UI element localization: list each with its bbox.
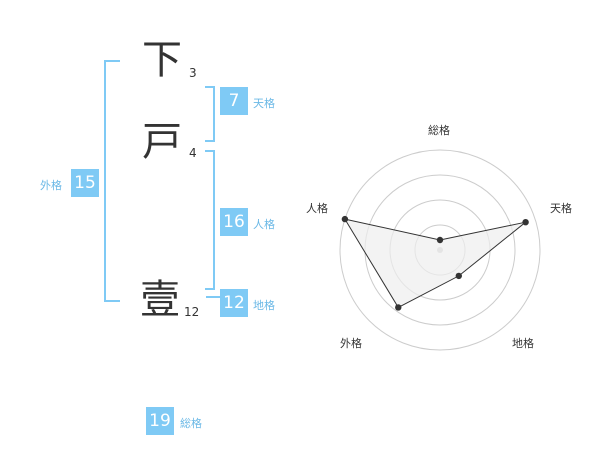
jinkaku-label: 人格 <box>253 218 275 231</box>
chikaku-value: 12 <box>220 289 248 317</box>
radar-label-soukaku: 総格 <box>428 124 450 137</box>
jinkaku-bracket <box>205 150 215 290</box>
name-char-3: 壹 <box>140 277 180 323</box>
gaikaku-label: 外格 <box>40 179 62 192</box>
radar-point-5 <box>341 215 349 223</box>
chikaku-connector <box>206 296 220 298</box>
radar-label-gaikaku: 外格 <box>340 337 362 350</box>
name-char-2: 戸 <box>142 119 182 165</box>
tenkaku-value: 7 <box>220 87 248 115</box>
stroke-count-1: 3 <box>189 66 197 80</box>
radar-polygon <box>343 218 526 309</box>
radar-label-chikaku: 地格 <box>512 337 534 350</box>
name-char-1: 下 <box>142 37 182 83</box>
soukaku-label: 総格 <box>180 417 202 430</box>
radar-point-3 <box>455 272 463 280</box>
tenkaku-bracket <box>205 86 215 142</box>
radar-label-tenkaku: 天格 <box>550 202 572 215</box>
radar-ring <box>339 149 541 351</box>
radar-point-1 <box>436 236 444 244</box>
chikaku-label: 地格 <box>253 299 275 312</box>
jinkaku-value: 16 <box>220 208 248 236</box>
radar-point-2 <box>522 218 529 226</box>
stroke-count-3: 12 <box>184 305 200 319</box>
radar-point-4 <box>395 304 402 311</box>
radar-label-jinkaku: 人格 <box>306 202 328 215</box>
stroke-count-2: 4 <box>189 146 197 160</box>
gaikaku-value: 15 <box>71 169 99 197</box>
outer-bracket <box>104 60 120 302</box>
tenkaku-label: 天格 <box>253 97 275 110</box>
soukaku-value: 19 <box>146 407 174 435</box>
